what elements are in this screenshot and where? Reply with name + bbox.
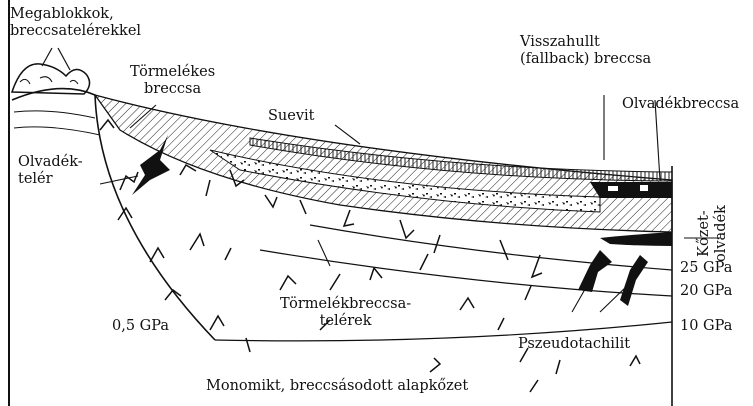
label-suevite: Suevit	[268, 108, 315, 125]
label-megablocks: Megablokkok, breccsatelérekkel	[10, 6, 141, 40]
label-rock-melt-line1: Kőzet-	[696, 205, 713, 262]
label-fallback-breccia-line1: Visszahullt	[520, 34, 651, 51]
label-megablocks-line2: breccsatelérekkel	[10, 23, 141, 40]
label-debris-dikes-line1: Törmelékbreccsa-	[280, 296, 411, 313]
label-pressure-05: 0,5 GPa	[112, 318, 169, 335]
label-debris-breccia: Törmelékes breccsa	[130, 64, 215, 98]
label-pressure-20: 20 GPa	[680, 283, 732, 300]
label-megablocks-line1: Megablokkok,	[10, 6, 141, 23]
label-debris-breccia-line2: breccsa	[130, 81, 215, 98]
label-rock-melt: Kőzet- olvadék	[696, 205, 730, 262]
label-melt-dike: Olvadék- telér	[18, 154, 83, 188]
label-rock-melt-line2: olvadék	[713, 205, 730, 262]
label-debris-breccia-line1: Törmelékes	[130, 64, 215, 81]
label-melt-dike-line2: telér	[18, 171, 83, 188]
label-melt-breccia: Olvadékbreccsa	[622, 96, 739, 113]
label-pressure-10: 10 GPa	[680, 318, 732, 335]
pseudotachylite-vein	[578, 250, 612, 292]
label-debris-dikes-line2: telérek	[280, 313, 411, 330]
rock-melt-lens	[600, 232, 672, 246]
label-debris-dikes: Törmelékbreccsa- telérek	[280, 296, 411, 330]
label-pressure-25: 25 GPa	[680, 260, 732, 277]
isoline-25gpa	[310, 225, 672, 270]
melt-breccia-block	[590, 182, 672, 198]
isoline-20gpa	[260, 250, 672, 296]
label-pseudotachylite: Pszeudotachilit	[518, 336, 630, 353]
label-fallback-breccia-line2: (fallback) breccsa	[520, 51, 651, 68]
label-fallback-breccia: Visszahullt (fallback) breccsa	[520, 34, 651, 68]
label-melt-dike-line1: Olvadék-	[18, 154, 83, 171]
label-basement: Monomikt, breccsásodott alapkőzet	[206, 378, 468, 395]
